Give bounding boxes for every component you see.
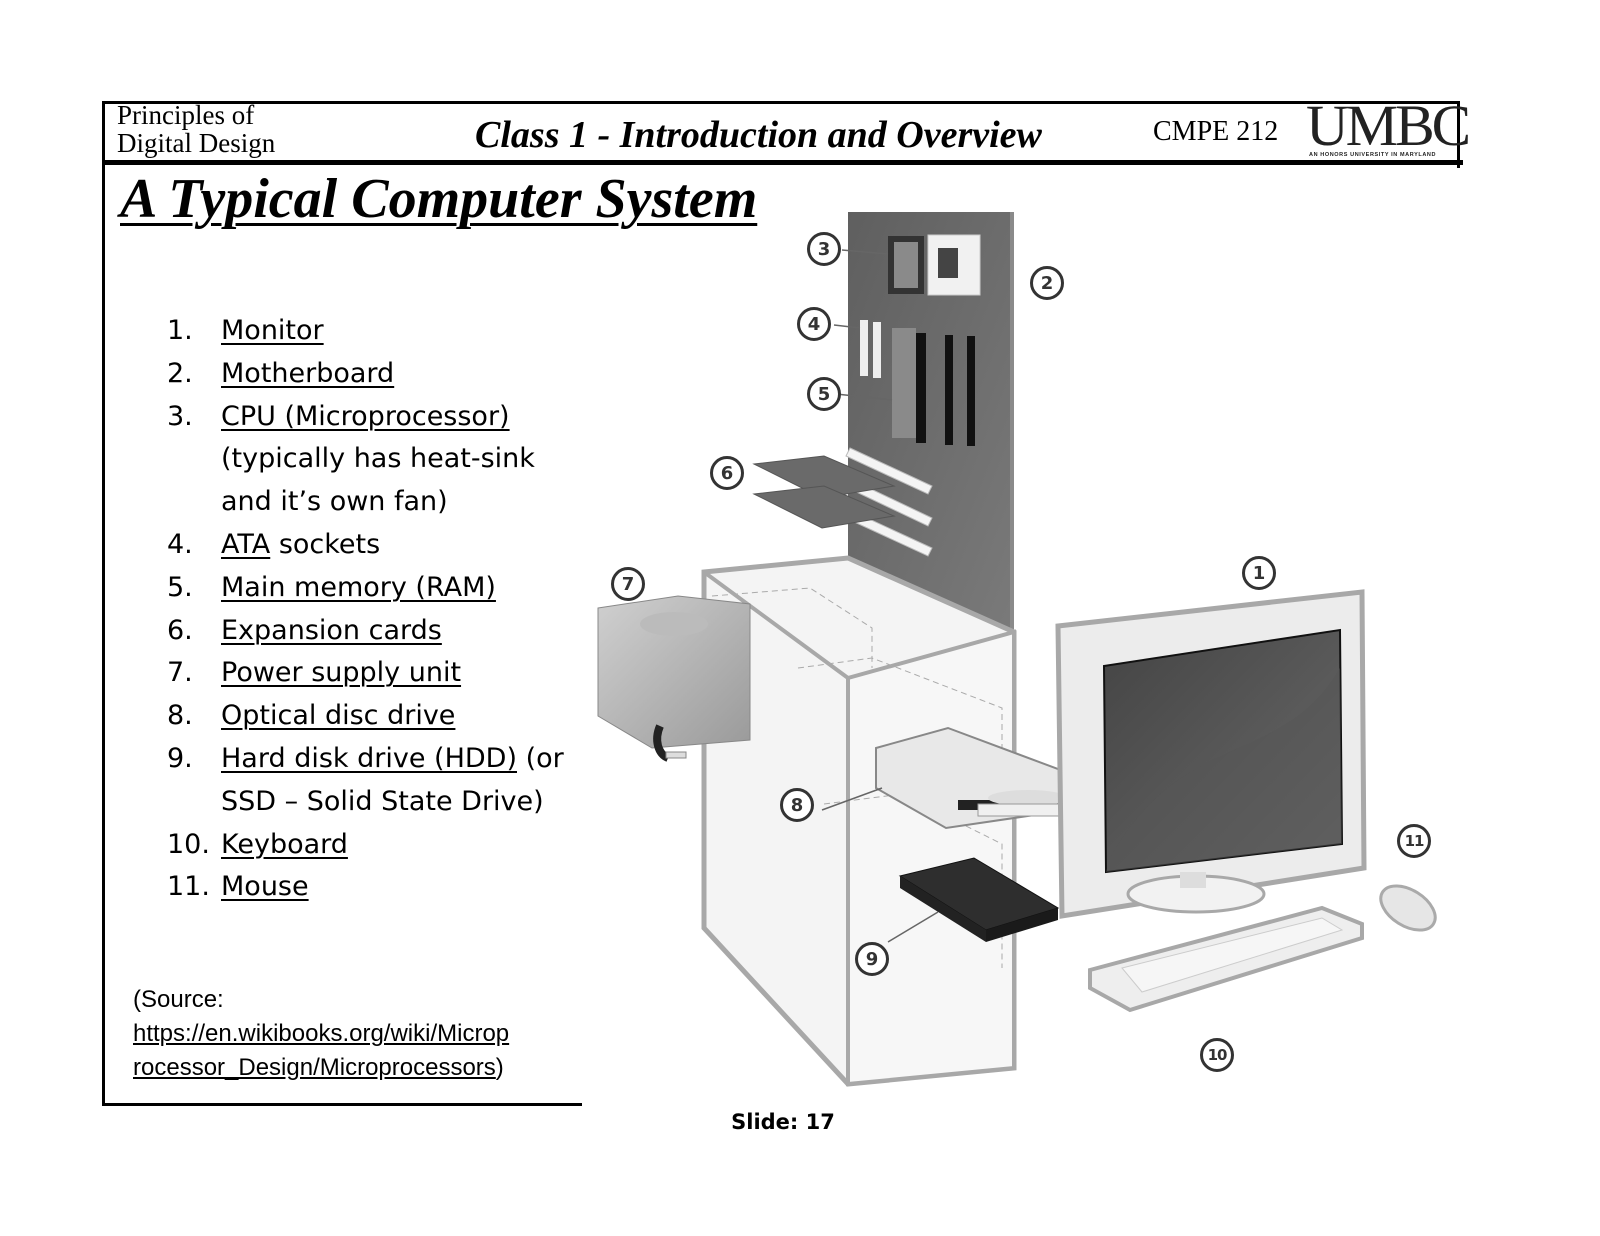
list-item: 2. Motherboard [167, 353, 591, 396]
source-prefix: (Source: [133, 986, 224, 1013]
list-item-link[interactable]: CPU (Microprocessor) [221, 400, 510, 432]
callout-11: 11 [1397, 824, 1431, 858]
header-rule [102, 160, 1463, 165]
callout-8: 8 [780, 788, 814, 822]
list-item-number: 6. [167, 614, 193, 646]
list-item-text: Monitor [221, 310, 591, 353]
callout-1: 1 [1242, 556, 1276, 590]
list-item-text: Main memory (RAM) [221, 567, 591, 610]
callout-10: 10 [1200, 1038, 1234, 1072]
list-item-text: Keyboard [221, 824, 591, 867]
list-item: 7. Power supply unit [167, 652, 591, 695]
callout-4: 4 [797, 307, 831, 341]
list-item-link[interactable]: Main memory (RAM) [221, 571, 496, 603]
list-item-number: 10. [167, 828, 210, 860]
class-title: Class 1 - Introduction and Overview [475, 114, 1042, 156]
list-item-number: 4. [167, 528, 193, 560]
list-item-link[interactable]: ATA [221, 528, 271, 560]
list-item: 3. CPU (Microprocessor) (typically has he… [167, 396, 591, 524]
list-item: 9. Hard disk drive (HDD) (or SSD – Solid … [167, 738, 591, 824]
list-item: 11. Mouse [167, 866, 591, 909]
computer-diagram [582, 168, 1460, 1110]
list-item-link[interactable]: Motherboard [221, 357, 395, 389]
callout-7: 7 [611, 567, 645, 601]
list-item: 4. ATA sockets [167, 524, 591, 567]
course-name: Principles of Digital Design [117, 101, 275, 157]
list-item-number: 9. [167, 742, 193, 774]
list-item-text: Motherboard [221, 353, 591, 396]
source-citation: (Source: https://en.wikibooks.org/wiki/M… [133, 983, 509, 1085]
umbc-logo: UMBC AN HONORS UNIVERSITY IN MARYLAND [1306, 96, 1471, 160]
course-code: CMPE 212 [1153, 116, 1279, 147]
list-item: 6. Expansion cards [167, 610, 591, 653]
callout-9: 9 [855, 942, 889, 976]
optical-drive [875, 726, 1095, 830]
list-item-link[interactable]: Mouse [221, 871, 309, 903]
course-name-line2: Digital Design [117, 128, 276, 158]
hard-disk-drive [898, 857, 1060, 942]
source-suffix: ) [495, 1054, 504, 1081]
power-supply [597, 595, 751, 762]
ram [892, 328, 975, 446]
list-item-link[interactable]: Keyboard [221, 828, 348, 860]
list-item-number: 3. [167, 400, 193, 432]
source-link-line1[interactable]: https://en.wikibooks.org/wiki/Microp [133, 1020, 510, 1047]
list-item-text: ATA sockets [221, 524, 591, 567]
list-item-note: (typically has heat-sink and it’s own fa… [221, 443, 535, 518]
callout-5: 5 [807, 377, 841, 411]
list-item-link[interactable]: Optical disc drive [221, 700, 456, 732]
list-item-number: 8. [167, 700, 193, 732]
callout-leaders [821, 249, 939, 943]
callout-6: 6 [710, 456, 744, 490]
list-item-text: Optical disc drive [221, 695, 591, 738]
list-item-number: 7. [167, 657, 193, 689]
list-item-link[interactable]: Expansion cards [221, 614, 442, 646]
keyboard [1088, 905, 1364, 1013]
logo-word: UMBC [1306, 93, 1471, 158]
list-item: 8. Optical disc drive [167, 695, 591, 738]
list-item-link[interactable]: Hard disk drive (HDD) [221, 742, 517, 774]
list-item-link[interactable]: Monitor [221, 315, 324, 346]
list-item: 5. Main memory (RAM) [167, 567, 591, 610]
ata-sockets [860, 320, 881, 378]
expansion-slots [845, 447, 933, 557]
list-item-link[interactable]: Power supply unit [221, 657, 462, 689]
source-link-line2[interactable]: rocessor_Design/Microprocessors [133, 1054, 496, 1081]
callout-3: 3 [807, 232, 841, 266]
list-item-text: Hard disk drive (HDD) (or SSD – Solid St… [221, 738, 591, 824]
cpu [888, 234, 981, 296]
list-item-number: 1. [167, 315, 193, 346]
course-name-line1: Principles of [117, 100, 255, 130]
slide-title: A Typical Computer System [120, 168, 758, 230]
callout-2: 2 [1030, 266, 1064, 300]
list-item-text: Expansion cards [221, 610, 591, 653]
slide-number: Slide: 17 [731, 1110, 835, 1134]
monitor [1055, 589, 1367, 919]
list-item-number: 2. [167, 357, 193, 389]
list-item-note: (or SSD – Solid State Drive) [221, 742, 564, 817]
list-item: 1. Monitor [167, 310, 591, 353]
mouse [1379, 884, 1437, 932]
list-item-text: CPU (Microprocessor) (typically has heat… [221, 396, 591, 524]
expansion-cards [752, 455, 896, 529]
list-item-text: Power supply unit [221, 652, 591, 695]
list-item-note: sockets [270, 528, 381, 560]
list-item-text: Mouse [221, 866, 591, 909]
logo-tagline: AN HONORS UNIVERSITY IN MARYLAND [1309, 152, 1437, 158]
list-item: 10. Keyboard [167, 824, 591, 867]
component-list: 1. Monitor 2. Motherboard 3. CPU (Microproces… [167, 310, 591, 909]
computer-diagram-svg [597, 212, 1437, 1087]
list-item-number: 5. [167, 571, 193, 603]
list-item-number: 11. [167, 871, 210, 903]
